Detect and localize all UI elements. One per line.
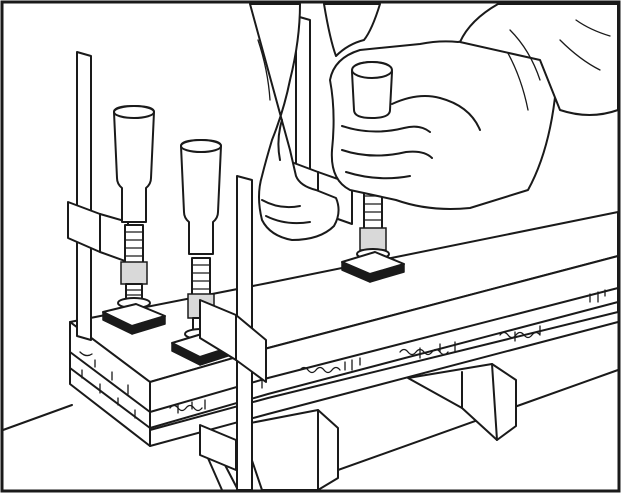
right-hand-on-handle <box>329 3 581 210</box>
support-block-left <box>239 409 339 491</box>
sleeve-arm <box>459 3 619 116</box>
support-block-right <box>407 363 517 441</box>
bar-clamp-front <box>199 175 267 491</box>
bar-clamp-left <box>67 51 166 341</box>
laminated-board <box>69 211 619 447</box>
left-hand-holding-clamp <box>249 3 381 241</box>
background-floor <box>2 369 619 491</box>
